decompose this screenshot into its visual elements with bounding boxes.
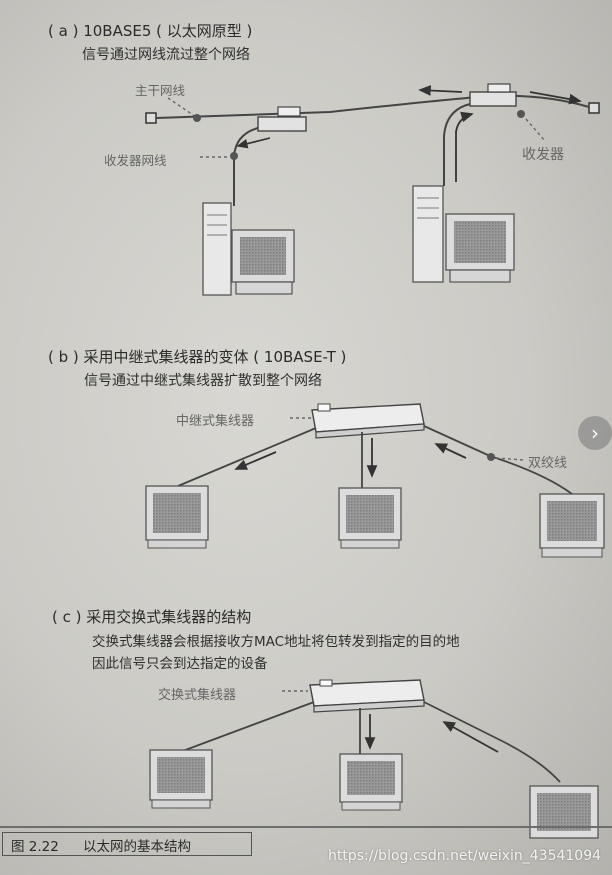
chevron-right-icon: › xyxy=(591,421,599,445)
computer-c-middle xyxy=(339,753,403,811)
signal-arrow-left xyxy=(418,85,463,96)
section-c-line1: 交换式集线器会根据接收方MAC地址将包转发到指定的目的地 xyxy=(92,634,460,650)
computer-b-right xyxy=(539,493,605,558)
label-transceiver-cable: 收发器网线 xyxy=(104,153,167,168)
twisted-pair-dot xyxy=(487,453,495,461)
label-trunk-cable: 主干网线 xyxy=(135,83,186,98)
section-c-diagram xyxy=(149,679,599,839)
transceiver-right-dot xyxy=(517,110,525,118)
label-repeater-hub: 中继式集线器 xyxy=(176,414,255,429)
caption-rule xyxy=(0,826,612,864)
label-twisted-pair: 双绞线 xyxy=(528,456,568,471)
hub-cable-left xyxy=(177,427,317,487)
computer-c-right xyxy=(529,785,599,839)
section-b-diagram xyxy=(145,403,605,558)
computer-b-left xyxy=(145,485,209,549)
section-a-title: ( a ) 10BASE5 ( 以太网原型 ) xyxy=(48,22,253,40)
switching-hub xyxy=(309,679,425,713)
transceiver-cable-left xyxy=(233,127,259,206)
section-b-subtitle: 信号通过中继式集线器扩散到整个网络 xyxy=(84,373,322,389)
section-a-subtitle: 信号通过网线流过整个网络 xyxy=(82,47,250,63)
repeater-hub xyxy=(311,403,425,439)
switch-cable-right xyxy=(423,701,561,783)
computer-b-middle xyxy=(338,487,402,549)
label-switching-hub: 交换式集线器 xyxy=(158,688,237,703)
signal-arrow-right xyxy=(529,91,582,105)
trunk-dot xyxy=(193,114,201,122)
figure-title: 以太网的基本结构 xyxy=(83,839,191,855)
terminator-left xyxy=(145,112,157,124)
section-c-line2: 因此信号只会到达指定的设备 xyxy=(92,656,268,672)
terminator-right xyxy=(588,102,600,114)
figure-number: 图 2.22 xyxy=(11,839,59,855)
transceiver-left xyxy=(257,116,307,132)
section-b-title: ( b ) 采用中继式集线器的变体 ( 10BASE-T ) xyxy=(48,348,347,366)
computer-a-right xyxy=(412,185,515,283)
computer-c-left xyxy=(149,749,213,809)
next-image-button[interactable]: › xyxy=(578,416,612,450)
section-c-title: ( c ) 采用交换式集线器的结构 xyxy=(52,608,252,626)
transceiver-cable-right xyxy=(443,103,471,186)
transceiver-cable-dot xyxy=(230,152,238,160)
watermark-url: https://blog.csdn.net/weixin_43541094 xyxy=(328,848,602,864)
switch-cable-left xyxy=(179,701,315,753)
label-transceiver: 收发器 xyxy=(522,147,564,163)
computer-a-left xyxy=(202,202,295,296)
figure-caption: 图 2.22 以太网的基本结构 xyxy=(2,832,252,856)
signal-arrow-up xyxy=(455,111,474,182)
section-a-diagram xyxy=(145,83,600,296)
transceiver-right xyxy=(469,91,517,107)
